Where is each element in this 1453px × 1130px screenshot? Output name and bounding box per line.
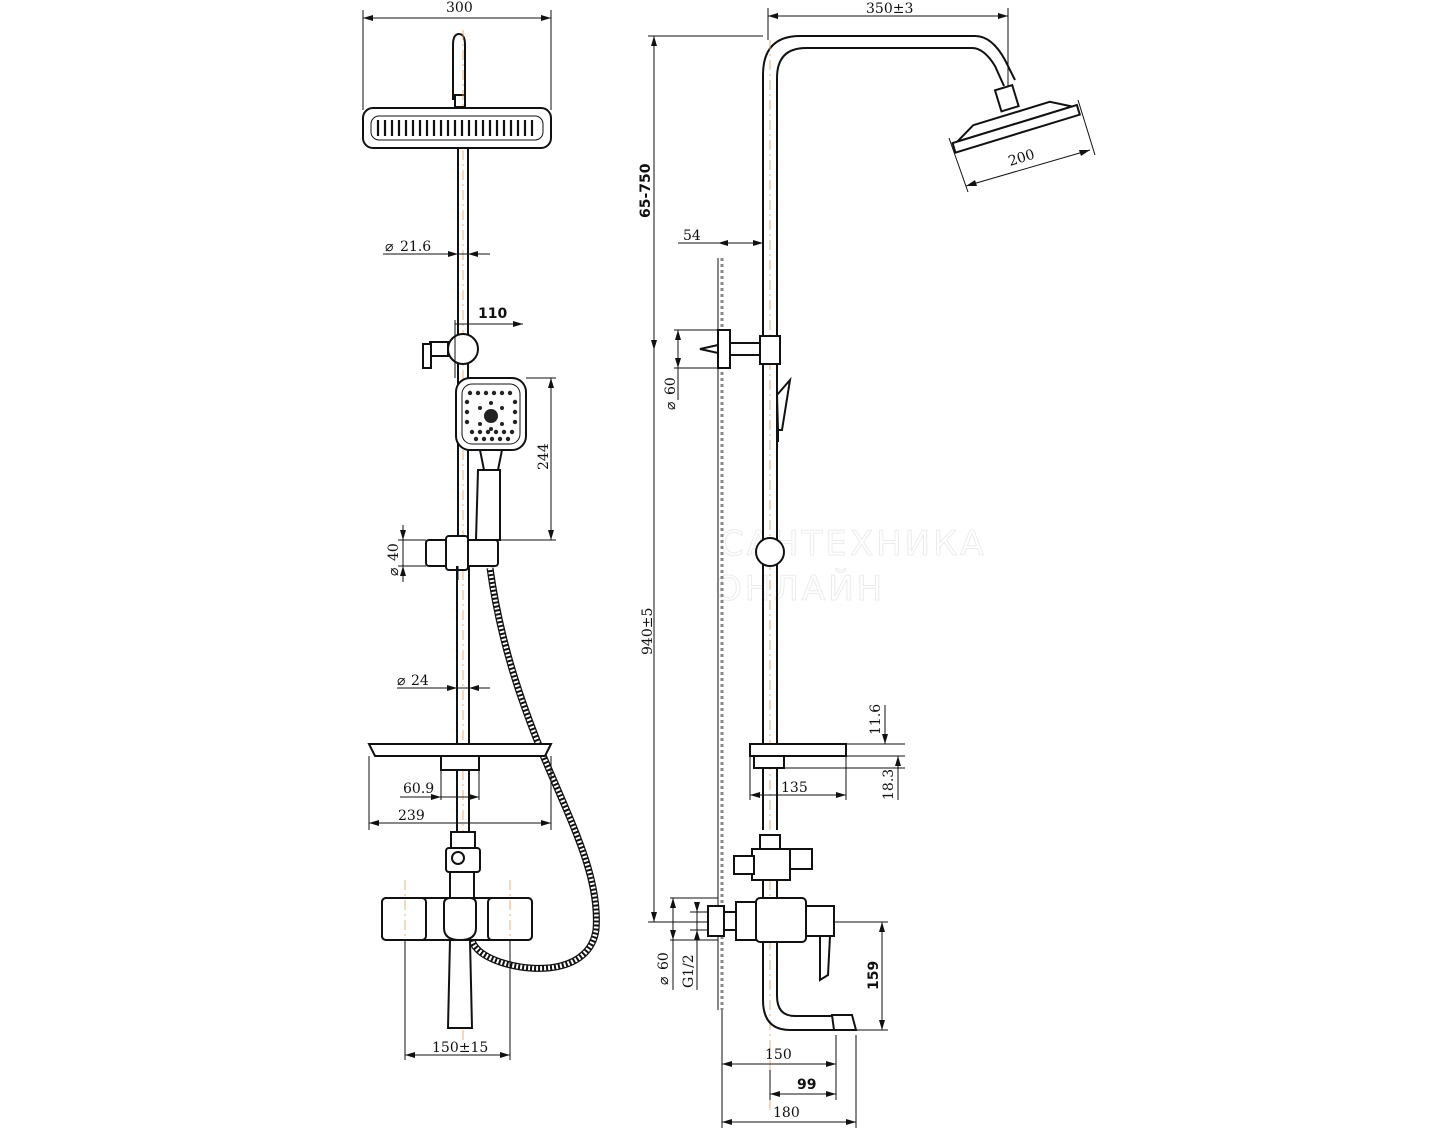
label-pipe-diameter: 24 (411, 673, 429, 689)
label-mixer-spacing: 150±15 (432, 1040, 488, 1056)
label-thread: G1/2 (681, 954, 697, 988)
label-spout-180: 180 (773, 1105, 800, 1121)
watermark-line2: ОНЛАЙН (715, 568, 885, 609)
label-holder-offset: 110 (478, 306, 507, 322)
label-head-width: 300 (446, 0, 473, 16)
label-handshower-length: 244 (536, 443, 552, 470)
svg-text:⌀: ⌀ (663, 402, 679, 410)
hand-shower (455, 377, 527, 541)
label-shelf-depth: 135 (781, 780, 808, 796)
label-head-diameter: 200 (1006, 147, 1036, 170)
label-shelf-thickness: 11.6 (868, 704, 884, 735)
dim-slider-diameter: ⌀ 40 (386, 525, 426, 582)
side-shelf (749, 743, 847, 769)
dim-arm-reach: 350±3 (767, 1, 1009, 90)
dim-lower-bracket: ⌀ 60 (656, 897, 718, 990)
label-total-height: 940±5 (640, 608, 656, 655)
svg-text:⌀: ⌀ (397, 673, 405, 689)
label-shelf-width: 239 (398, 808, 425, 824)
label-upper-bracket: 60 (663, 377, 679, 395)
dim-handshower-length: 244 (500, 377, 556, 541)
side-mixer (707, 897, 858, 1031)
dim-spout-180: 180 (722, 1035, 857, 1128)
svg-text:⌀: ⌀ (386, 568, 402, 576)
dim-holder-offset: 110 (455, 306, 523, 327)
dim-thread: G1/2 (681, 902, 708, 990)
dim-spout-150: 150 (721, 1010, 837, 1128)
watermark: САНТЕХНИКА ОНЛАЙН (715, 524, 985, 610)
label-adjust-range: 65-750 (638, 163, 654, 218)
label-spout-height: 159 (866, 961, 882, 990)
dim-bar-diameter: ⌀ 21.6 (383, 239, 490, 257)
dim-mixer-spacing: 150±15 (404, 940, 511, 1060)
dim-head-width: 300 (362, 0, 552, 110)
label-bar-diameter: 21.6 (400, 239, 431, 255)
dim-total-height: 940±5 (640, 350, 718, 923)
dim-shelf-width: 239 (368, 756, 552, 830)
side-handshower-holder (755, 376, 792, 567)
side-diverter (733, 834, 813, 898)
shelf (367, 743, 553, 800)
dim-shelf-thickness: 11.6 (846, 704, 905, 757)
dim-shelf-inner: 60.9 (400, 781, 479, 800)
dim-wall-offset: 54 (678, 228, 763, 246)
overhead-shower-head (362, 107, 552, 149)
side-view: 350±3 200 65-750 (638, 1, 1096, 1128)
dim-adjust-range: 65-750 (638, 35, 763, 350)
diverter (445, 831, 481, 899)
dim-shelf-depth: 135 (749, 756, 847, 800)
side-riser (762, 35, 1016, 1110)
label-spout-150: 150 (765, 1047, 792, 1063)
round-shower-head (951, 83, 1082, 154)
upper-wall-bracket (422, 320, 479, 378)
label-arm-reach: 350±3 (866, 1, 913, 17)
wall (717, 258, 724, 1010)
label-shelf-height: 18.3 (881, 769, 897, 800)
dim-head-diameter: 200 (948, 99, 1096, 193)
lower-pipe (456, 566, 470, 832)
dim-pipe-diameter: ⌀ 24 (397, 673, 490, 691)
slider (425, 535, 499, 580)
svg-text:⌀: ⌀ (656, 977, 672, 985)
front-view: 300 (362, 0, 600, 1060)
dim-spout-99: 99 (769, 1070, 837, 1100)
label-slider-diameter: 40 (386, 543, 402, 561)
svg-text:⌀: ⌀ (385, 239, 393, 255)
shower-hose (468, 567, 600, 972)
label-wall-offset: 54 (683, 228, 701, 244)
label-spout-99: 99 (797, 1077, 816, 1093)
label-shelf-inner: 60.9 (403, 781, 434, 797)
label-lower-bracket: 60 (656, 952, 672, 970)
dim-spout-height: 159 (834, 921, 888, 1031)
side-upper-bracket: ⌀ 60 (663, 329, 781, 410)
dim-shelf-height: 18.3 (784, 756, 905, 800)
